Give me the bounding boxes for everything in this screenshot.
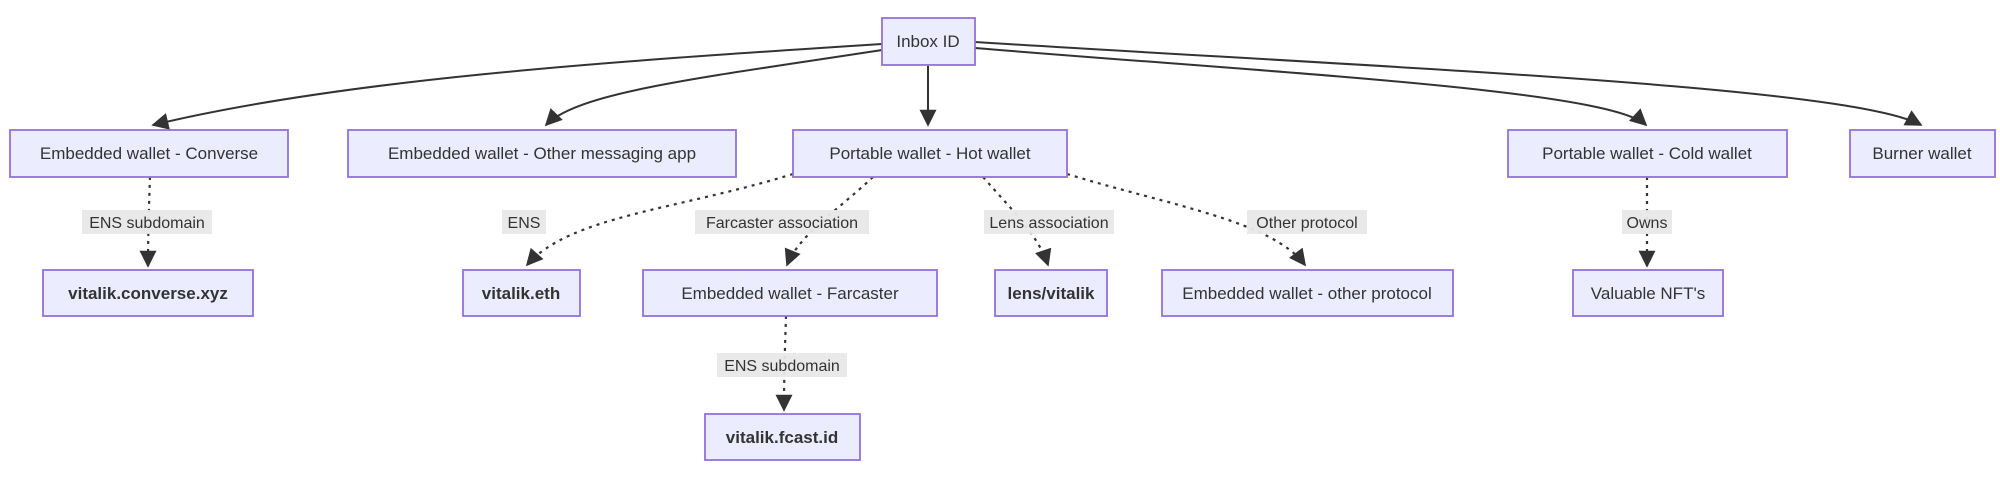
node-vitalik-fcast-id-label: vitalik.fcast.id <box>726 428 838 447</box>
edge-label-other-protocol: Other protocol <box>1247 210 1367 234</box>
edge-label-bg <box>984 210 1114 234</box>
edge-label-bg <box>1247 210 1367 234</box>
node-lens-vitalik-label: lens/vitalik <box>1008 284 1095 303</box>
edge-label-text: ENS <box>508 215 541 232</box>
node-portable-wallet-cold-wallet-box <box>1507 129 1788 178</box>
edge-farcaster-to-fcast <box>775 315 793 412</box>
node-inbox-id-label: Inbox ID <box>896 32 959 51</box>
node-portable-wallet-cold-wallet-label: Portable wallet - Cold wallet <box>1542 144 1752 163</box>
node-vitalik-eth-label: vitalik.eth <box>482 284 560 303</box>
edge-label-bg <box>82 210 212 234</box>
edge-label-text: Other protocol <box>1256 215 1357 232</box>
node-portable-wallet-hot-wallet-box <box>792 129 1068 178</box>
edge-hot-wallet-to-other-protocol <box>1066 172 1307 267</box>
edge-label-bg <box>695 210 869 234</box>
nodes: Inbox ID Embedded wallet - Converse Embe… <box>9 17 1996 461</box>
node-vitalik-fcast-id: vitalik.fcast.id <box>704 413 861 461</box>
edge-hot-wallet-to-vitalik-eth <box>525 172 794 267</box>
edge-label-text: Owns <box>1627 215 1668 232</box>
node-vitalik-eth-box <box>462 269 581 317</box>
node-embedded-wallet-other-messaging-app-label: Embedded wallet - Other messaging app <box>388 144 696 163</box>
node-embedded-wallet-farcaster: Embedded wallet - Farcaster <box>642 269 938 317</box>
node-portable-wallet-hot-wallet-label: Portable wallet - Hot wallet <box>829 144 1031 163</box>
node-embedded-wallet-farcaster-box <box>642 269 938 317</box>
node-embedded-wallet-other-protocol: Embedded wallet - other protocol <box>1161 269 1454 317</box>
edge-inbox-to-other-messaging <box>544 49 883 127</box>
node-portable-wallet-cold-wallet: Portable wallet - Cold wallet <box>1507 129 1788 178</box>
node-embedded-wallet-converse-label: Embedded wallet - Converse <box>40 144 258 163</box>
edge-label-text: Lens association <box>989 215 1108 232</box>
edge-label-text: Farcaster association <box>706 215 858 232</box>
node-vitalik-eth: vitalik.eth <box>462 269 581 317</box>
node-portable-wallet-hot-wallet: Portable wallet - Hot wallet <box>792 129 1068 178</box>
node-valuable-nfts: Valuable NFT's <box>1572 269 1724 317</box>
node-lens-vitalik: lens/vitalik <box>994 269 1108 317</box>
node-inbox-id: Inbox ID <box>881 17 976 66</box>
edge-inbox-to-converse <box>151 43 883 130</box>
node-lens-vitalik-box <box>994 269 1108 317</box>
node-embedded-wallet-converse-box <box>9 129 289 178</box>
edge-inbox-to-burner <box>974 41 1923 126</box>
node-inbox-id-box <box>881 17 976 66</box>
edge-label-farcaster-association: Farcaster association <box>695 210 869 234</box>
node-vitalik-converse-xyz-box <box>42 269 254 317</box>
edge-label-bg <box>717 353 847 377</box>
edge-label-text: ENS subdomain <box>724 358 840 375</box>
edges <box>139 41 1923 412</box>
node-valuable-nfts-box <box>1572 269 1724 317</box>
edge-label-text: ENS subdomain <box>89 215 205 232</box>
node-burner-wallet-label: Burner wallet <box>1872 144 1971 163</box>
node-burner-wallet-box <box>1849 129 1996 178</box>
edge-label-owns: Owns <box>1622 210 1672 234</box>
node-embedded-wallet-farcaster-label: Embedded wallet - Farcaster <box>681 284 899 303</box>
edge-hot-wallet-to-farcaster <box>784 176 874 267</box>
node-vitalik-fcast-id-box <box>704 413 861 461</box>
edge-label-bg <box>502 210 546 234</box>
node-burner-wallet: Burner wallet <box>1849 129 1996 178</box>
edge-converse-to-converse-xyz <box>139 176 157 268</box>
node-embedded-wallet-other-protocol-box <box>1161 269 1454 317</box>
edge-label-ens-subdomain-farcaster: ENS subdomain <box>717 353 847 377</box>
node-vitalik-converse-xyz-label: vitalik.converse.xyz <box>68 284 228 303</box>
node-embedded-wallet-converse: Embedded wallet - Converse <box>9 129 289 178</box>
node-embedded-wallet-other-messaging-app-box <box>347 129 737 178</box>
node-embedded-wallet-other-messaging-app: Embedded wallet - Other messaging app <box>347 129 737 178</box>
edge-label-ens-subdomain-converse: ENS subdomain <box>82 210 212 234</box>
edge-labels: ENS subdomain ENS Farcaster association … <box>82 210 1672 377</box>
edge-label-ens: ENS <box>502 210 546 234</box>
edge-label-lens-association: Lens association <box>984 210 1114 234</box>
node-valuable-nfts-label: Valuable NFT's <box>1591 284 1705 303</box>
node-embedded-wallet-other-protocol-label: Embedded wallet - other protocol <box>1182 284 1431 303</box>
node-vitalik-converse-xyz: vitalik.converse.xyz <box>42 269 254 317</box>
edge-inbox-to-cold-wallet <box>974 47 1648 127</box>
edge-label-bg <box>1622 210 1672 234</box>
